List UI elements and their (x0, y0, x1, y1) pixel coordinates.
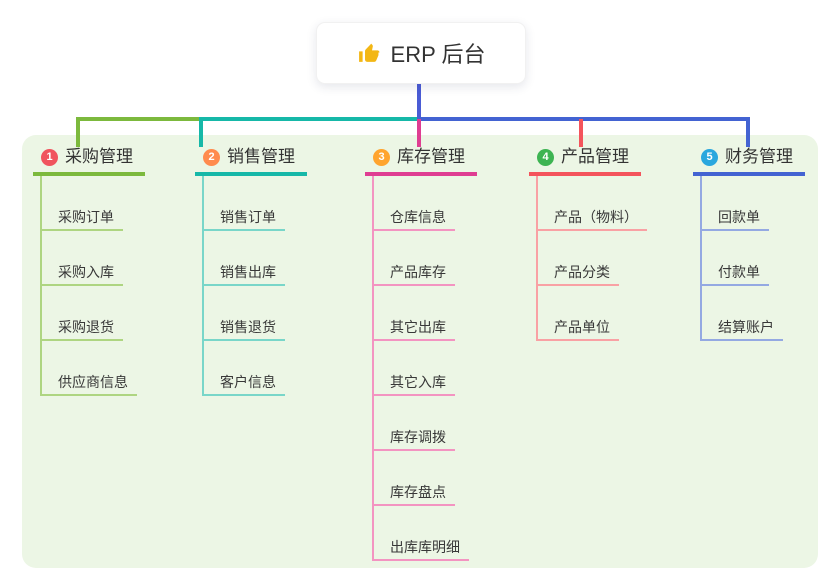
connector-purchase-line (76, 117, 203, 121)
child-node[interactable]: 产品单位 (538, 286, 619, 341)
child-node[interactable]: 付款单 (702, 231, 769, 286)
branch-inventory: 3 库存管理仓库信息产品库存其它出库其它入库库存调拨库存盘点出库库明细 (365, 146, 477, 561)
child-node[interactable]: 产品库存 (374, 231, 455, 286)
branch-purchase: 1 采购管理采购订单采购入库采购退货供应商信息 (33, 146, 145, 396)
child-node[interactable]: 销售订单 (204, 176, 285, 231)
branch-sales: 2 销售管理销售订单销售出库销售退货客户信息 (195, 146, 307, 396)
branch-header-product[interactable]: 4 产品管理 (529, 146, 641, 176)
branch-label: 财务管理 (725, 147, 793, 166)
branch-header-purchase[interactable]: 1 采购管理 (33, 146, 145, 176)
connector-sales-line (199, 117, 419, 121)
connector-inventory-drop (417, 119, 421, 147)
branch-children-purchase: 采购订单采购入库采购退货供应商信息 (40, 176, 137, 396)
child-node[interactable]: 产品（物料） (538, 176, 647, 231)
branch-children-product: 产品（物料）产品分类产品单位 (536, 176, 647, 341)
branch-number-badge: 4 (537, 149, 554, 166)
child-node[interactable]: 其它出库 (374, 286, 455, 341)
branch-header-inventory[interactable]: 3 库存管理 (365, 146, 477, 176)
connector-sales-drop (199, 117, 203, 147)
branch-product: 4 产品管理产品（物料）产品分类产品单位 (529, 146, 647, 341)
child-node[interactable]: 库存调拨 (374, 396, 455, 451)
child-node[interactable]: 供应商信息 (42, 341, 137, 396)
branch-children-sales: 销售订单销售出库销售退货客户信息 (202, 176, 285, 396)
branches-panel (22, 135, 818, 568)
child-node[interactable]: 采购退货 (42, 286, 123, 341)
child-node[interactable]: 客户信息 (204, 341, 285, 396)
branch-number-badge: 5 (701, 149, 718, 166)
thumbs-up-icon (358, 43, 380, 62)
child-node[interactable]: 采购订单 (42, 176, 123, 231)
connector-finance-drop (746, 117, 750, 147)
branch-label: 库存管理 (397, 147, 465, 166)
child-node[interactable]: 库存盘点 (374, 451, 455, 506)
child-node[interactable]: 结算账户 (702, 286, 783, 341)
branch-label: 采购管理 (65, 147, 133, 166)
branch-number-badge: 3 (373, 149, 390, 166)
child-node[interactable]: 回款单 (702, 176, 769, 231)
child-node[interactable]: 采购入库 (42, 231, 123, 286)
child-node[interactable]: 销售出库 (204, 231, 285, 286)
branch-children-finance: 回款单付款单结算账户 (700, 176, 783, 341)
branch-children-inventory: 仓库信息产品库存其它出库其它入库库存调拨库存盘点出库库明细 (372, 176, 469, 561)
child-node[interactable]: 仓库信息 (374, 176, 455, 231)
child-node[interactable]: 出库库明细 (374, 506, 469, 561)
branch-number-badge: 2 (203, 149, 220, 166)
branch-finance: 5 财务管理回款单付款单结算账户 (693, 146, 805, 341)
branch-label: 产品管理 (561, 147, 629, 166)
root-title: ERP 后台 (390, 42, 486, 67)
branch-label: 销售管理 (227, 147, 295, 166)
child-node[interactable]: 其它入库 (374, 341, 455, 396)
child-node[interactable]: 销售退货 (204, 286, 285, 341)
branch-header-sales[interactable]: 2 销售管理 (195, 146, 307, 176)
branch-number-badge: 1 (41, 149, 58, 166)
connector-product-drop (579, 119, 583, 147)
connector-purchase-drop (76, 117, 80, 147)
child-node[interactable]: 产品分类 (538, 231, 619, 286)
root-node[interactable]: ERP 后台 (316, 22, 526, 84)
root-stem-line (417, 82, 421, 117)
branch-header-finance[interactable]: 5 财务管理 (693, 146, 805, 176)
connector-finance-line (417, 117, 750, 121)
